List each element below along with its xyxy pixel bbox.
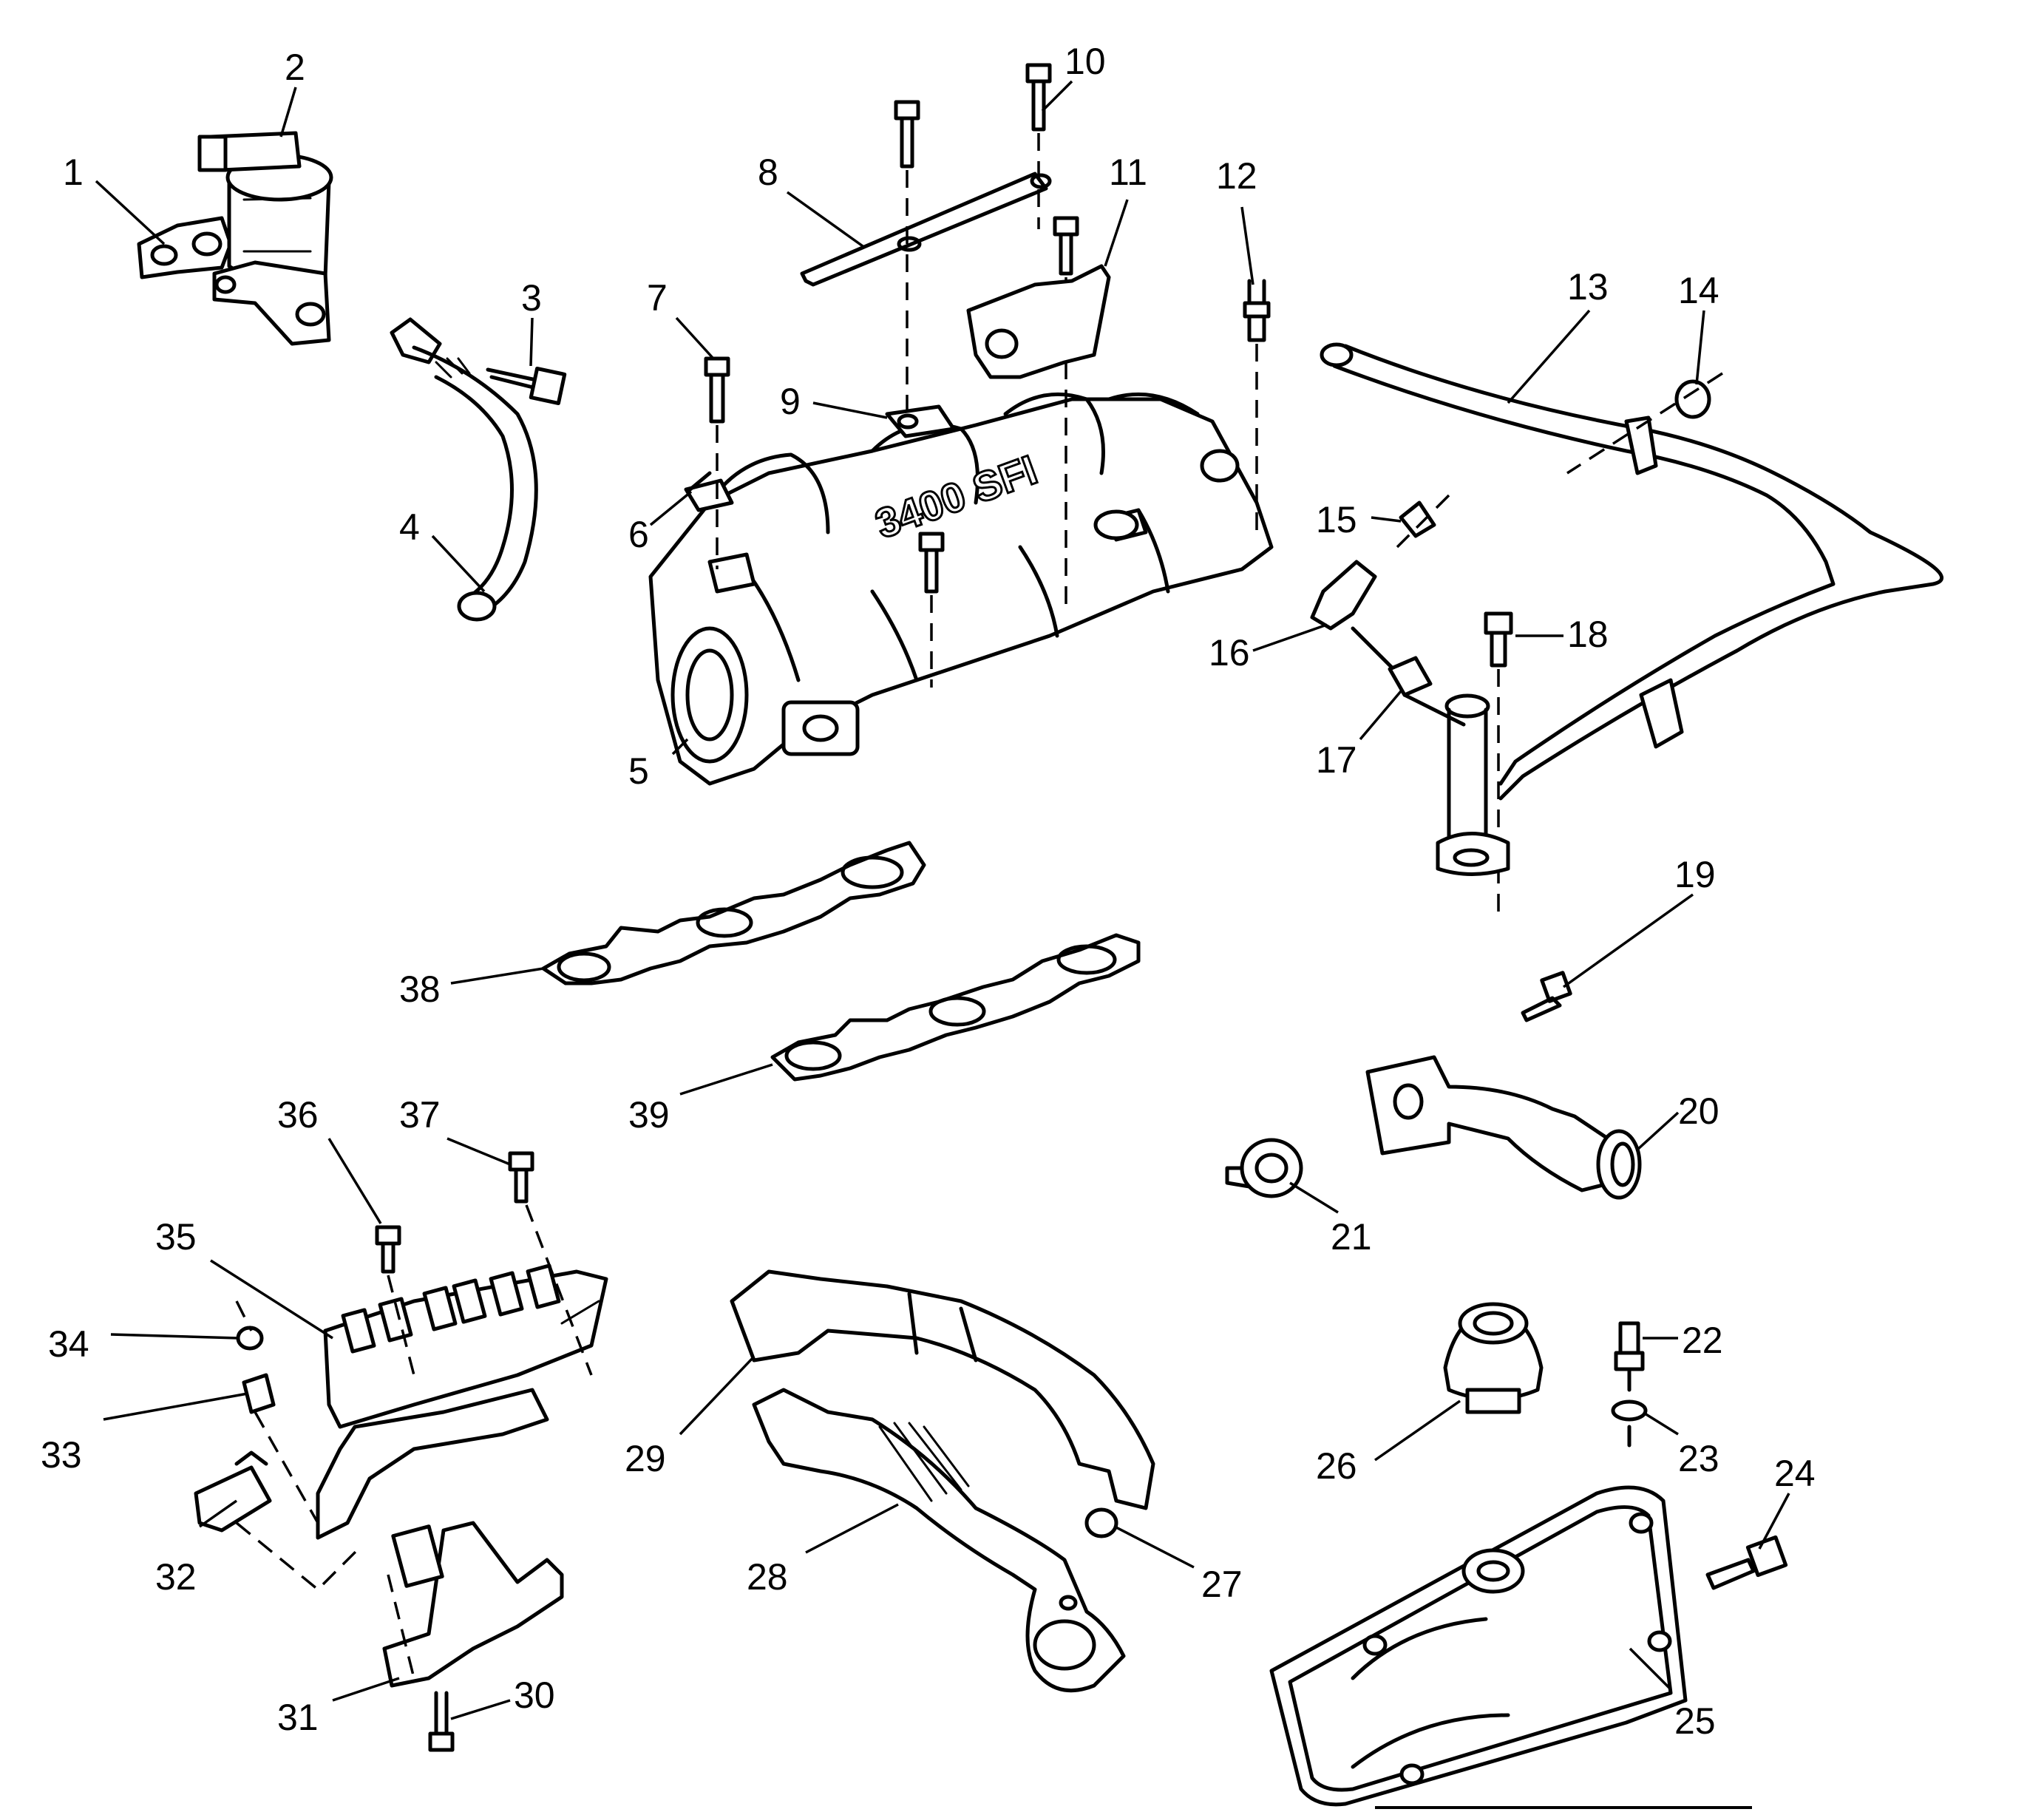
callout-8: 8: [758, 152, 778, 193]
part-31-bracket: [382, 1521, 564, 1688]
callout-18: 18: [1567, 614, 1609, 655]
callout-13: 13: [1567, 266, 1609, 308]
callout-35: 35: [155, 1216, 197, 1258]
callout-16: 16: [1209, 632, 1250, 673]
part-11-bracket: [966, 264, 1111, 379]
part-21-thermostat: [1225, 1138, 1303, 1198]
leader-lines: [95, 80, 1790, 1720]
part-38-intake-gasket: [541, 841, 926, 985]
callout-11: 11: [1109, 152, 1147, 193]
part-9-bracket: [885, 404, 956, 438]
callout-24: 24: [1774, 1453, 1816, 1494]
callout-4: 4: [399, 506, 420, 548]
callout-2: 2: [285, 47, 305, 88]
part-17-clamp: [1388, 656, 1466, 727]
callout-23: 23: [1678, 1438, 1719, 1479]
callout-labels: 1 2 3 4 5 6 7 8 9 10 11 12 13 14 15 16 1…: [41, 41, 1816, 1742]
part-18-bolt: [1484, 611, 1513, 917]
callout-22: 22: [1682, 1320, 1723, 1361]
callout-37: 37: [399, 1094, 441, 1136]
part-26-oil-cap: [1443, 1302, 1544, 1414]
callout-31: 31: [277, 1697, 319, 1738]
callout-25: 25: [1674, 1700, 1716, 1742]
part-24-bolt: [1705, 1535, 1788, 1590]
callout-36: 36: [277, 1094, 319, 1136]
part-2-egr-valve: [197, 131, 333, 346]
callout-27: 27: [1201, 1564, 1243, 1605]
callout-38: 38: [399, 968, 441, 1010]
part-5-upper-intake-manifold: 3400 SFI: [648, 392, 1274, 786]
part-29-heat-shield: [730, 1269, 1155, 1510]
callout-33: 33: [41, 1434, 82, 1476]
part-25-valve-cover: [1269, 1485, 1688, 1807]
part-23-seal: [1611, 1399, 1648, 1448]
callout-1: 1: [63, 152, 84, 193]
part-19-bolt: [1521, 971, 1572, 1022]
callout-20: 20: [1678, 1090, 1719, 1132]
part-30-bolt: [428, 1691, 455, 1752]
part-12-stud: [1243, 279, 1271, 532]
callout-10: 10: [1065, 41, 1106, 82]
callout-26: 26: [1316, 1445, 1357, 1487]
callout-6: 6: [628, 514, 649, 555]
part-15-clamp: [1396, 494, 1450, 549]
part-8-bracket: [800, 172, 1052, 287]
part-39-intake-gasket: [770, 933, 1141, 1082]
part-33-sensor: [242, 1373, 319, 1524]
part-7-bolt: [704, 356, 730, 569]
part-6-clip: [684, 471, 734, 512]
callout-30: 30: [514, 1674, 555, 1716]
callout-9: 9: [780, 381, 801, 422]
callout-15: 15: [1316, 499, 1357, 540]
part-27-plug: [1084, 1507, 1118, 1538]
callout-17: 17: [1316, 739, 1357, 781]
part-3-bolt: [486, 366, 567, 406]
callout-14: 14: [1678, 270, 1719, 311]
callout-21: 21: [1331, 1216, 1372, 1258]
thermostat-bypass-pipe: [1436, 693, 1510, 876]
part-14-grommet: [1566, 372, 1723, 475]
callout-5: 5: [628, 750, 649, 792]
callout-34: 34: [48, 1323, 89, 1365]
callout-3: 3: [521, 277, 542, 319]
callout-19: 19: [1674, 854, 1716, 895]
part-20-water-outlet: [1365, 1055, 1642, 1200]
part-4-egr-pipe: [390, 317, 538, 622]
callout-7: 7: [647, 277, 668, 319]
part-37-bolt: [508, 1151, 593, 1376]
part-34-nut: [235, 1300, 264, 1351]
callout-12: 12: [1216, 155, 1257, 197]
part-16-hose: [1310, 560, 1407, 682]
part-10-bolts: [894, 63, 1079, 688]
callout-32: 32: [155, 1556, 197, 1598]
part-13-coolant-pipe: [1320, 342, 1943, 801]
part-22-sensor: [1614, 1321, 1645, 1392]
part-1-egr-gasket: [137, 216, 233, 279]
part-35-ignition-coil-assembly: [316, 1263, 608, 1540]
part-32-ignition-module-connector: [194, 1450, 364, 1592]
callout-28: 28: [747, 1556, 788, 1598]
part-36-bolt: [375, 1225, 415, 1376]
callout-29: 29: [625, 1438, 666, 1479]
callout-39: 39: [628, 1094, 670, 1136]
part-28-exhaust-crossover-pipe: [752, 1388, 1126, 1693]
